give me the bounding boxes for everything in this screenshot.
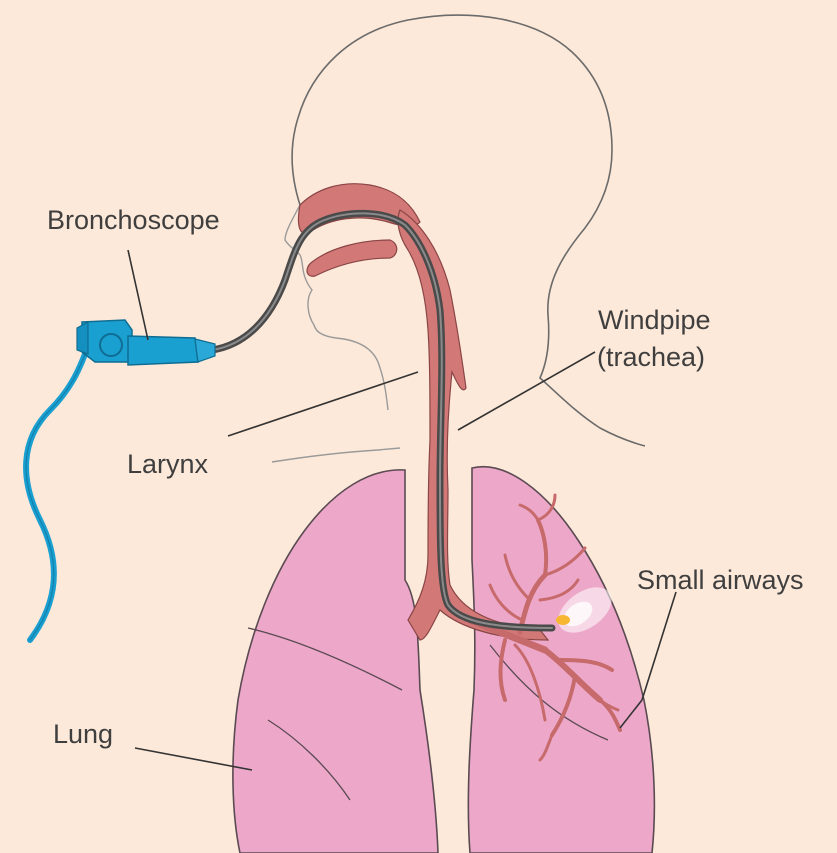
larynx-leader-line — [228, 372, 418, 436]
right-lung-shape — [233, 470, 438, 853]
head-outline — [292, 15, 645, 446]
windpipe-label: Windpipe — [598, 303, 711, 337]
lung-label: Lung — [53, 717, 113, 751]
larynx-label: Larynx — [127, 447, 208, 481]
bronchoscope-label: Bronchoscope — [47, 203, 220, 237]
small-airways-label: Small airways — [637, 563, 804, 597]
trachea-label: (trachea) — [597, 340, 705, 374]
bronchoscope-leader-line — [128, 250, 148, 340]
oral-passage — [307, 240, 397, 276]
shoulder-outline — [272, 448, 400, 462]
small-airways-leader-line — [642, 592, 676, 700]
windpipe-leader-line — [458, 352, 595, 430]
